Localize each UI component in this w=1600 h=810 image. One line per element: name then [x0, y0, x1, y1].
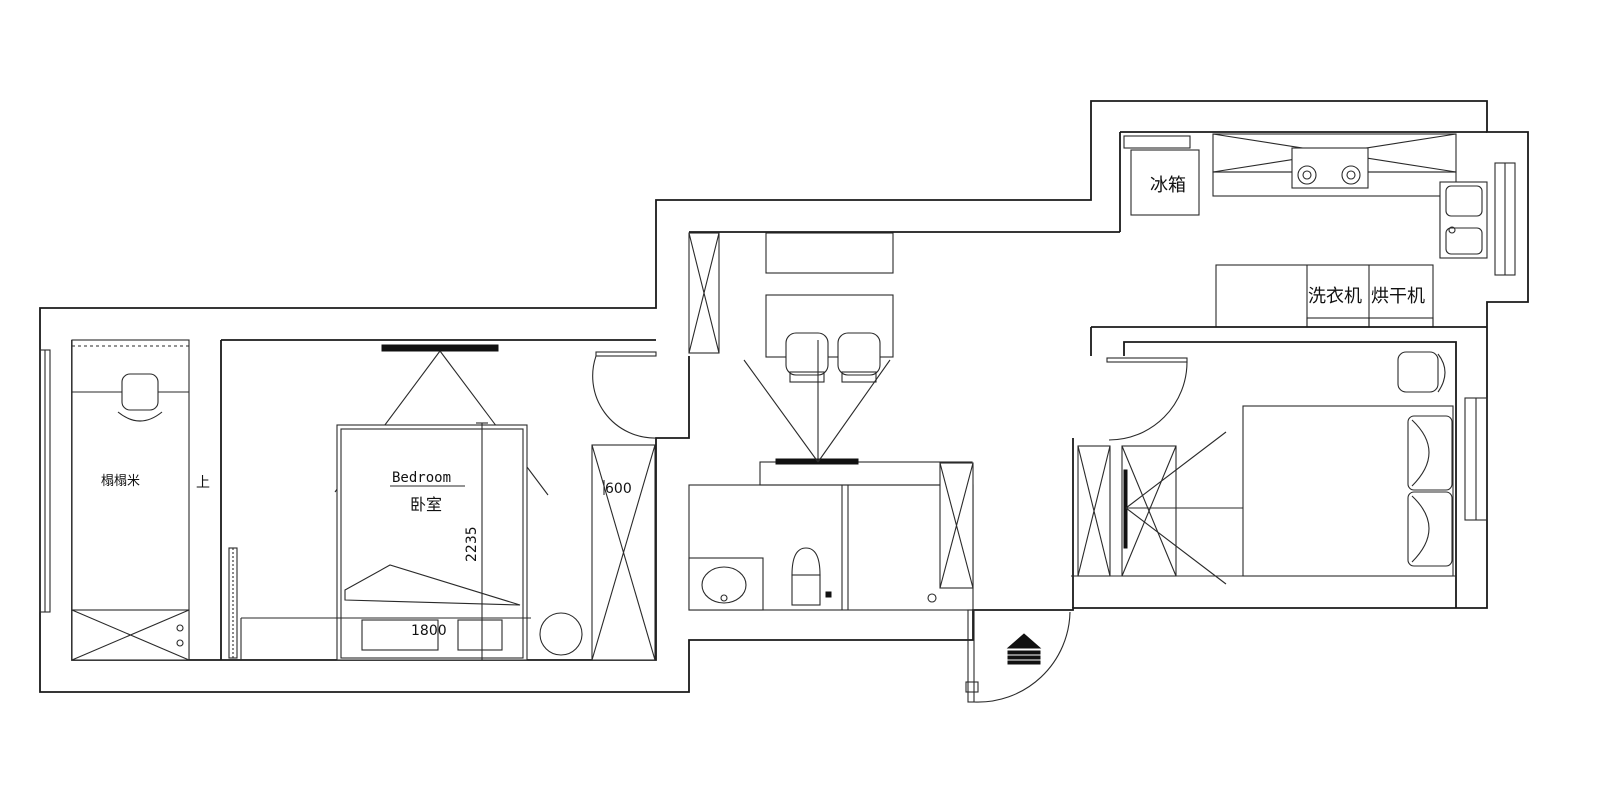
- second-bedroom: [1071, 341, 1488, 608]
- fridge: 冰箱: [1123, 135, 1200, 216]
- washer-label: 洗衣机: [1308, 286, 1362, 307]
- entrance: [965, 609, 1071, 703]
- stove-icon: [1291, 147, 1369, 189]
- bedroom: Bedroom 卧室 2235 1800 600: [228, 344, 657, 661]
- washbasin-icon: [688, 557, 764, 611]
- bathroom: [688, 462, 974, 611]
- wardrobe: 600: [591, 444, 656, 661]
- entrance-arrow-icon: [1006, 633, 1042, 665]
- chair-icon: [785, 332, 829, 383]
- bed-width-dimension: 1800: [411, 623, 447, 639]
- stairs-up-label: 上: [196, 475, 210, 491]
- chair-icon: [1397, 351, 1446, 393]
- bedroom-door: [592, 351, 657, 439]
- tatami-room: 榻榻米 上: [39, 339, 210, 661]
- wardrobe-depth-dimension: 600: [605, 481, 632, 497]
- dryer-label: 烘干机: [1371, 286, 1425, 307]
- kitchen: 冰箱 洗衣机 烘干机: [1090, 131, 1516, 356]
- living-area: [688, 231, 1120, 486]
- bed: [240, 424, 531, 661]
- bedroom-en-label: Bedroom: [392, 470, 451, 486]
- chair-icon: [837, 332, 881, 383]
- bed-length-dimension: 2235: [464, 526, 480, 562]
- chair-icon: [117, 373, 163, 422]
- toilet-icon: [791, 547, 832, 606]
- sink-icon: [1439, 181, 1488, 259]
- tatami-label: 榻榻米: [101, 474, 140, 489]
- bedroom-cn-label: 卧室: [410, 495, 442, 514]
- outer-walls: [39, 100, 1529, 693]
- fridge-label: 冰箱: [1150, 175, 1186, 196]
- second-bedroom-door: [1106, 357, 1188, 441]
